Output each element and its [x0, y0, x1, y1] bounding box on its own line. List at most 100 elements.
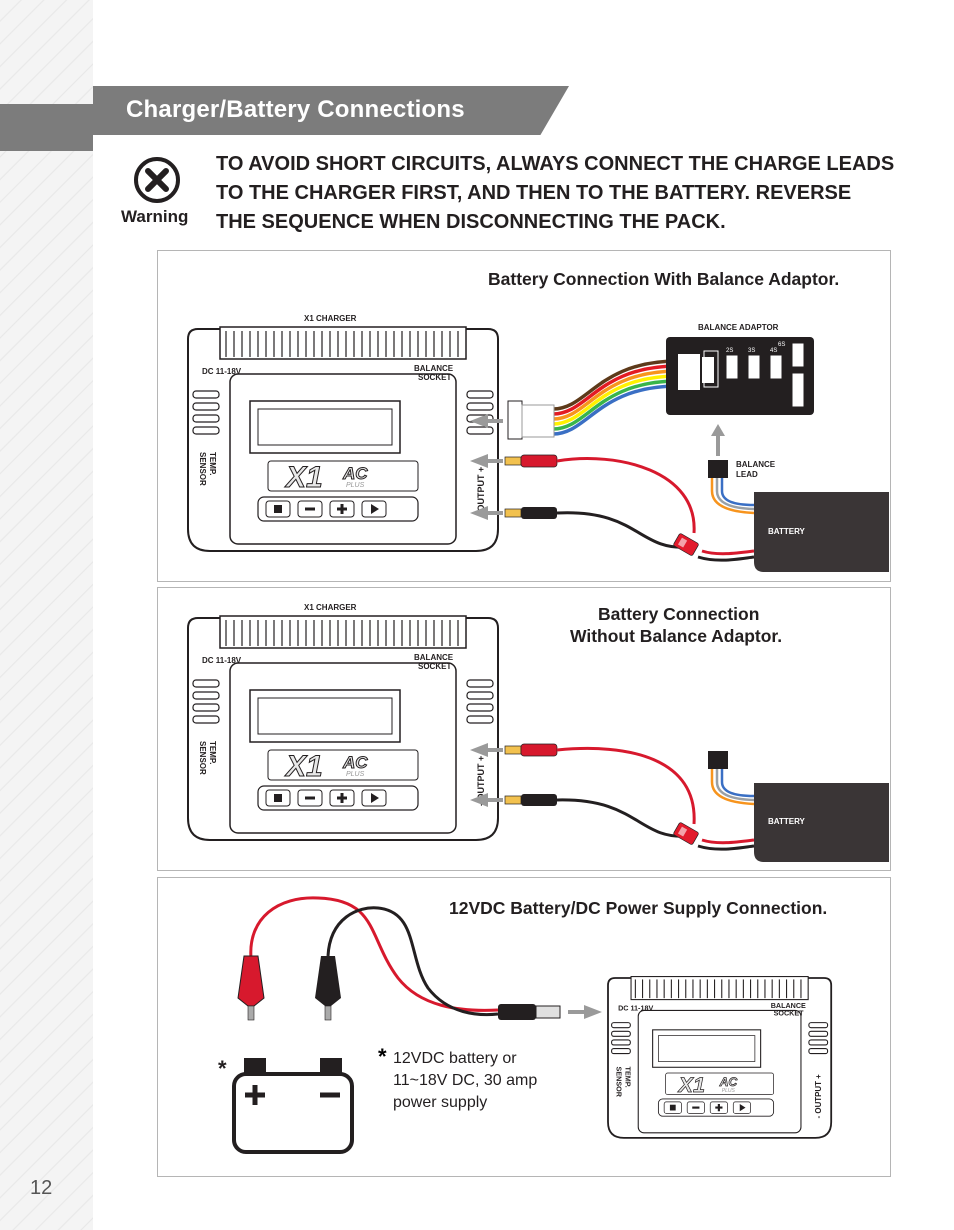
- warning-x-icon: [134, 157, 180, 203]
- balance-adaptor: 2S 3S 4S 6S: [666, 337, 814, 415]
- battery-asterisk: *: [218, 1056, 227, 1081]
- balance-plug: [507, 400, 523, 440]
- charger-button-play[interactable]: [732, 1101, 751, 1114]
- temp-sensor-label-1: TEMP.: [208, 452, 217, 475]
- panel-balance-title: Battery Connection With Balance Adaptor.: [488, 269, 840, 289]
- note-asterisk: *: [378, 1044, 387, 1069]
- black-clip-wire: [326, 906, 499, 1017]
- balance-socket-label-1: BALANCE: [414, 364, 454, 373]
- page-title: Charger/Battery Connections: [126, 96, 465, 123]
- charger-button-play[interactable]: [361, 789, 387, 807]
- balance-lead-label-2: LEAD: [736, 470, 758, 479]
- panel-dc-title: 12VDC Battery/DC Power Supply Connection…: [449, 898, 828, 918]
- minus-icon: [305, 507, 315, 511]
- black-lead: [504, 507, 689, 549]
- battery-12v: [232, 1058, 354, 1154]
- dc-supply-diagram: * X1 AC PLUS DC 11-18V BALA: [218, 896, 833, 1154]
- warning-label: Warning: [121, 207, 189, 226]
- panel-balance-adaptor: X1 AC PLUS DC 11-18V BALANCE SOCKET TEMP…: [157, 250, 891, 582]
- battery-connector: [673, 533, 699, 556]
- balance-diagram: X1 AC PLUS DC 11-18V BALANCE SOCKET TEMP…: [187, 314, 889, 572]
- charger-button-plus[interactable]: [709, 1101, 728, 1114]
- temp-sensor-label-1: TEMP.: [208, 741, 217, 764]
- temp-sensor-label-2: SENSOR: [198, 741, 207, 775]
- side-tab: [0, 104, 93, 151]
- charger-button-plus[interactable]: [329, 500, 355, 518]
- charger-button-stop[interactable]: [265, 500, 291, 518]
- note-line-3: power supply: [393, 1094, 488, 1111]
- connection-arrows: [470, 743, 503, 807]
- temp-sensor-label-2: SENSOR: [615, 1067, 624, 1098]
- adaptor-label: BALANCE ADAPTOR: [698, 323, 779, 332]
- balance-lead-plug: [708, 751, 728, 769]
- connection-arrow: [568, 1005, 602, 1019]
- charger-name: X1 CHARGER: [304, 603, 357, 612]
- charger-button-minus[interactable]: [297, 500, 323, 518]
- stop-icon: [274, 505, 282, 513]
- red-alligator-clip: [237, 955, 265, 1021]
- plus-icon: [715, 1103, 723, 1112]
- adaptor-port-3s: 3S: [748, 348, 755, 354]
- adaptor-port-4s: 4S: [770, 348, 777, 354]
- dc-input-label: DC 11-18V: [618, 1003, 653, 1012]
- charger-button-stop[interactable]: [265, 789, 291, 807]
- charger-logo-ac: AC: [342, 753, 368, 772]
- balance-socket-label-1: BALANCE: [771, 1001, 806, 1010]
- balance-socket-label-1: BALANCE: [414, 653, 454, 662]
- charger-button-minus[interactable]: [686, 1101, 705, 1114]
- plus-icon: [337, 793, 347, 803]
- stop-icon: [274, 794, 282, 802]
- charger-logo: X1: [284, 461, 323, 494]
- charger-button-plus[interactable]: [329, 789, 355, 807]
- warning-text: TO AVOID SHORT CIRCUITS, ALWAYS CONNECT …: [216, 153, 895, 233]
- charger-button-play[interactable]: [361, 500, 387, 518]
- minus-icon: [692, 1106, 700, 1109]
- dc-input-label: DC 11-18V: [202, 656, 242, 665]
- charger-device: X1 AC PLUS DC 11-18V BALANCE SOCKET TEMP…: [187, 326, 499, 552]
- battery-label: BATTERY: [768, 527, 806, 536]
- page-number: 12: [30, 1177, 53, 1199]
- output-label: - OUTPUT +: [476, 756, 486, 806]
- temp-sensor-label-1: TEMP.: [623, 1067, 632, 1088]
- play-icon: [739, 1104, 746, 1112]
- charger-logo: X1: [284, 750, 323, 783]
- balance-lead-plug: [708, 460, 728, 478]
- battery-pack: [754, 492, 889, 572]
- charger-logo-plus: PLUS: [346, 771, 365, 778]
- section-header-band: [93, 86, 569, 135]
- charger-button-stop[interactable]: [663, 1101, 682, 1114]
- dc-barrel-plug: [498, 1004, 561, 1020]
- panel-dc-supply: * X1 AC PLUS DC 11-18V BALA: [157, 877, 891, 1177]
- balance-harness: [552, 359, 679, 436]
- plus-icon: [337, 504, 347, 514]
- output-label: - OUTPUT +: [476, 467, 486, 517]
- side-decor-strip: [0, 0, 93, 1230]
- charger-device-small: X1 AC PLUS DC 11-18V BALANCE SOCKET TEMP…: [607, 976, 833, 1139]
- battery-label: BATTERY: [768, 817, 806, 826]
- charger-logo-ac: AC: [719, 1075, 738, 1089]
- dc-input-label: DC 11-18V: [202, 367, 242, 376]
- charger-logo-plus: PLUS: [346, 482, 365, 489]
- adaptor-port-2s: 2S: [726, 348, 733, 354]
- charger-name: X1 CHARGER: [304, 314, 357, 323]
- balance-lead-wires: [710, 769, 755, 806]
- charger-logo-plus: PLUS: [722, 1088, 736, 1094]
- balance-socket-label-2: SOCKET: [774, 1008, 805, 1017]
- balance-socket-label-2: SOCKET: [418, 373, 451, 382]
- balance-lead-label-1: BALANCE: [736, 460, 776, 469]
- black-alligator-clip: [315, 956, 341, 1021]
- balance-plug-body: [521, 404, 555, 438]
- charger-device: X1 AC PLUS DC 11-18V BALANCE SOCKET TEMP…: [187, 615, 499, 841]
- red-clip-wire: [249, 896, 499, 1012]
- connection-arrows: [470, 414, 725, 520]
- red-lead: [504, 743, 696, 825]
- charger-button-minus[interactable]: [297, 789, 323, 807]
- output-label: - OUTPUT +: [814, 1074, 823, 1119]
- no-balance-diagram: X1 AC PLUS DC 11-18V BALANCE SOCKET TEMP…: [187, 603, 889, 862]
- black-lead: [504, 794, 689, 838]
- panel-no-balance: X1 AC PLUS DC 11-18V BALANCE SOCKET TEMP…: [157, 587, 891, 871]
- battery-plus-icon: [245, 1085, 265, 1105]
- note-line-2: 11~18V DC, 30 amp: [393, 1072, 538, 1089]
- battery-pack: [754, 783, 889, 862]
- battery-connector: [673, 822, 699, 845]
